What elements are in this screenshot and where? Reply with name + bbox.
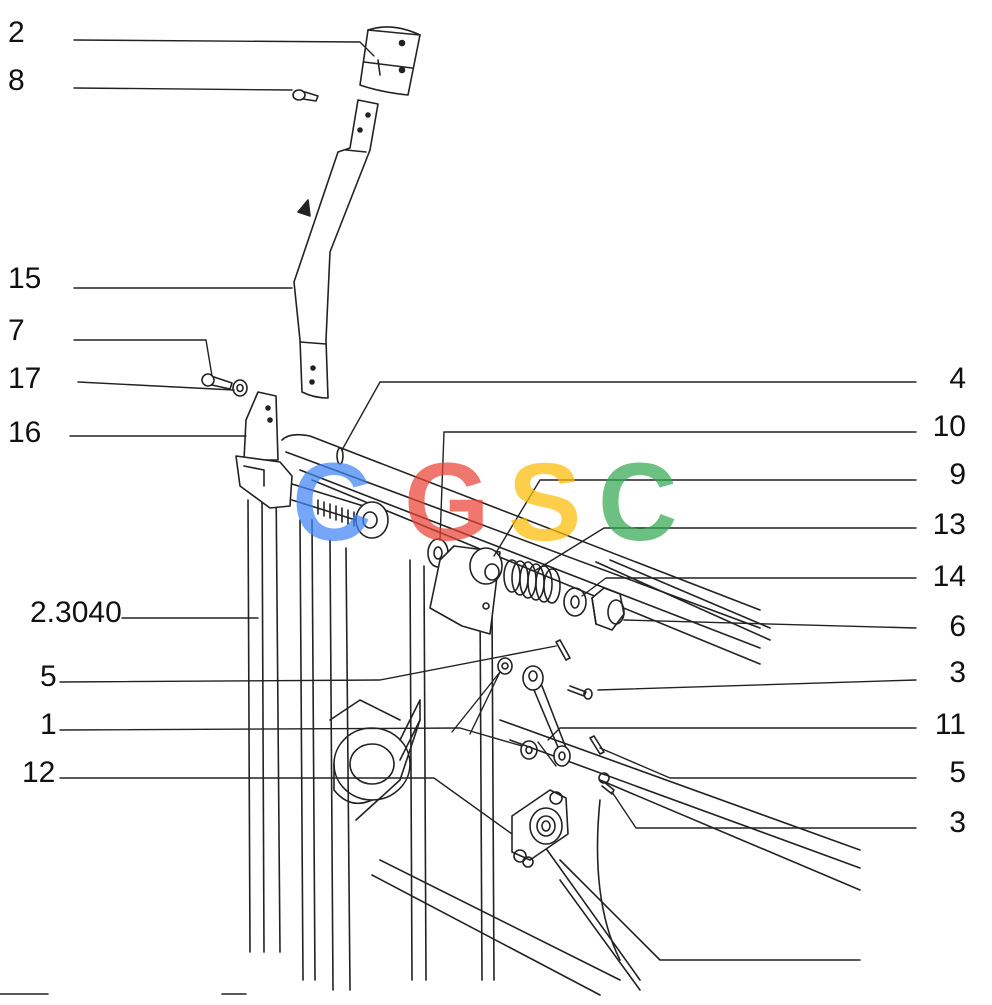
lever-bracket [235,391,389,539]
washer-1 [520,740,538,760]
washer-14 [563,587,587,617]
watermark-letter-c1: C [292,441,371,564]
label-right-3b: 3 [949,806,966,839]
watermark-letter-c2: C [598,441,677,564]
cab-frame [247,433,861,996]
label-right-13: 13 [932,508,966,541]
label-right-5: 5 [949,756,966,789]
handle-grip [359,26,421,96]
label-left-12: 12 [22,756,56,789]
bolt-7 [201,373,233,390]
leader-lines [59,39,917,835]
label-right-3: 3 [949,656,966,689]
nut-6 [591,587,625,631]
clevis-pin-3-top [567,685,593,700]
screw-8 [292,89,319,102]
link-rod-11 [522,665,571,767]
watermark-letter-s: S [508,441,581,564]
label-left-5: 5 [40,660,57,693]
label-left-17: 17 [8,362,42,395]
cotter-pin-5-top [555,639,571,661]
bearing-flange-12 [511,789,569,868]
label-left-15: 15 [8,262,42,295]
label-left-1: 1 [40,708,57,741]
label-left-7: 7 [8,314,25,347]
label-left-2-3040: 2.3040 [30,596,122,629]
watermark: C G S C [292,441,677,564]
label-left-16: 16 [8,416,42,449]
clevis-pin-3-bottom [598,772,615,795]
label-right-11: 11 [934,708,966,741]
cotter-pin-5-bottom [589,735,605,755]
label-left-8: 8 [8,64,25,97]
washer-small-top [497,657,513,675]
selector-plate [429,545,503,635]
label-right-6: 6 [949,610,966,643]
gear-lever-bar [293,99,379,399]
spring-13 [503,559,561,604]
pin-4 [336,447,344,465]
label-right-4: 4 [949,362,966,395]
washer-17 [232,379,248,397]
label-right-14: 14 [932,560,966,593]
label-right-10: 10 [932,410,966,443]
watermark-letter-g: G [404,441,490,564]
label-left-2: 2 [8,16,25,49]
label-right-9: 9 [949,458,966,491]
